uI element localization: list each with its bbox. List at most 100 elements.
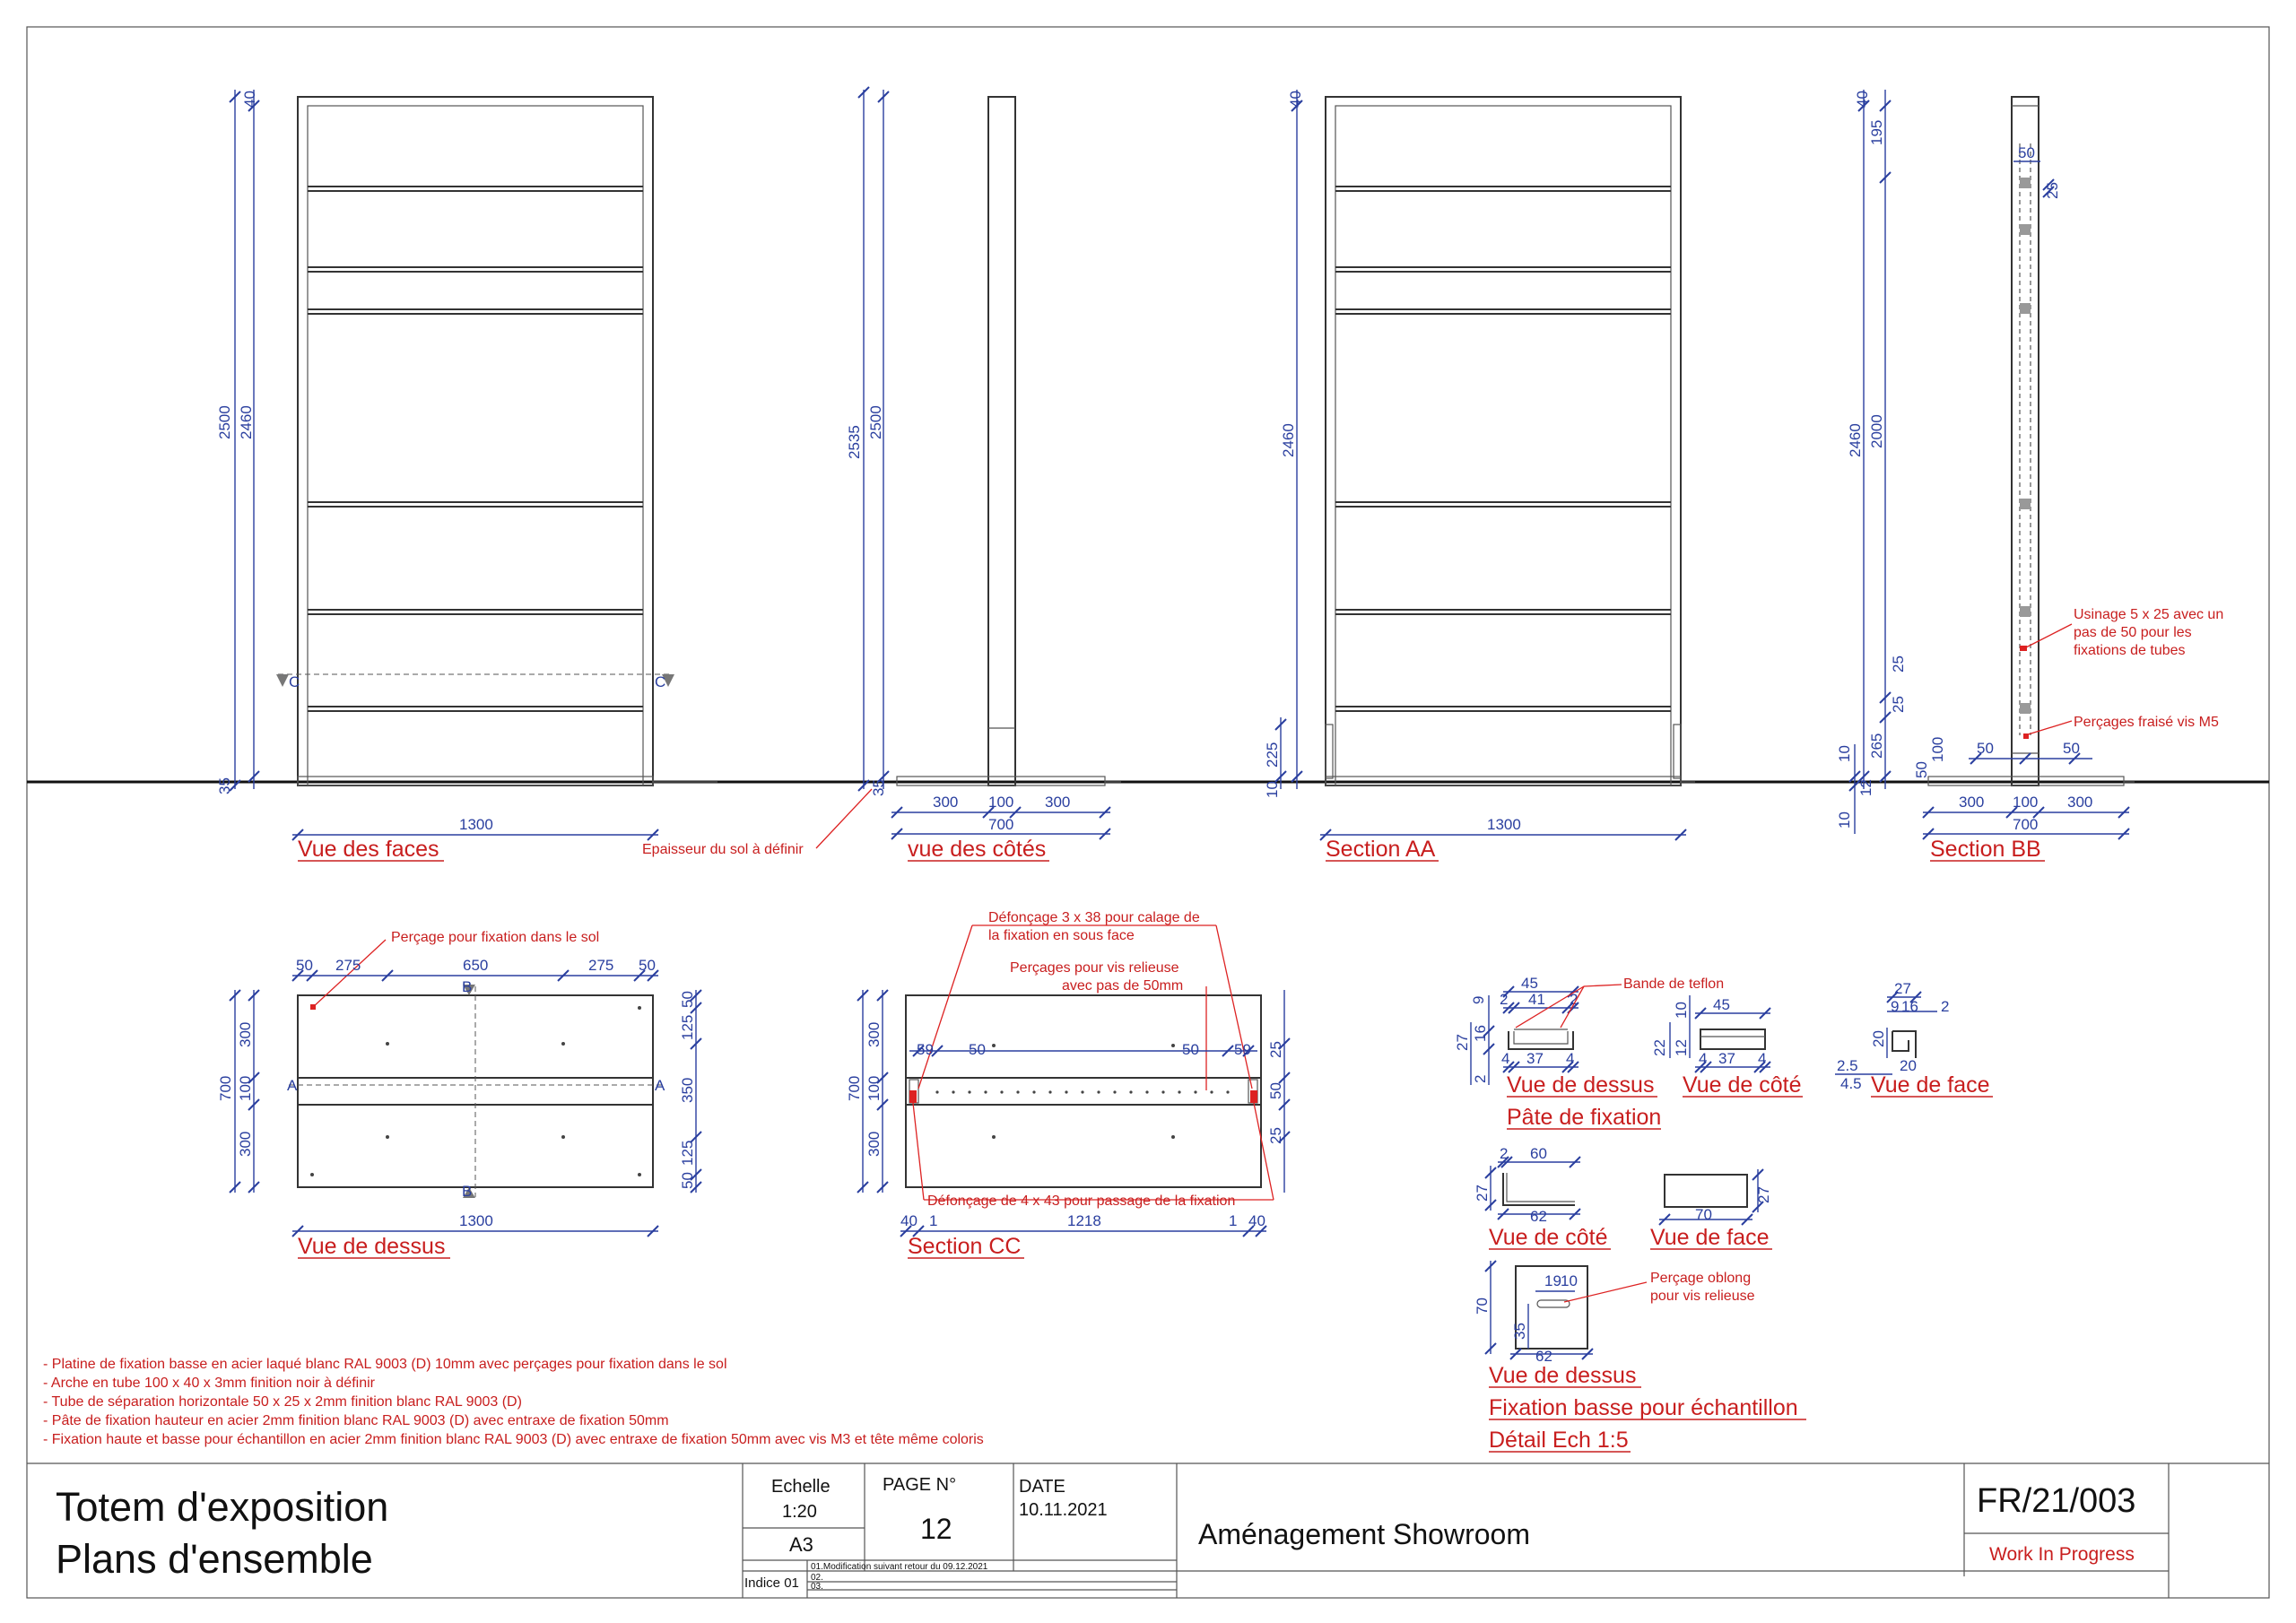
epaisseur-text: Epaisseur du sol à définir — [642, 842, 804, 857]
dim-pate-cote-10: 10 — [1673, 1002, 1690, 1019]
dim-dessus-r50b: 50 — [679, 1172, 696, 1189]
dim-cc-r25b: 25 — [1267, 1127, 1284, 1144]
percages-vis-line2: avec pas de 50mm — [1062, 978, 1183, 994]
dim-pate-cote-4a: 4 — [1699, 1050, 1707, 1067]
dim-pate-2c: 2 — [1472, 1075, 1489, 1083]
dim-cc-1218: 1218 — [1067, 1212, 1101, 1229]
dim-faces-bottom: 35 — [216, 777, 233, 794]
dim-ech-35: 35 — [1511, 1323, 1528, 1340]
dim-faces-2500: 2500 — [216, 405, 233, 439]
dim-ech-27a: 27 — [1474, 1185, 1491, 1202]
dim-dessus-width: 1300 — [459, 1212, 493, 1229]
dim-cotes-100: 100 — [988, 794, 1013, 811]
dim-ech-70a: 70 — [1695, 1206, 1712, 1223]
cut-label-c1: C — [289, 673, 300, 690]
project-name: Aménagement Showroom — [1198, 1518, 1530, 1550]
dim-dessus-t275b: 275 — [588, 957, 613, 974]
dim-faces-top: 40 — [241, 91, 258, 108]
title-ech-vue-cote: Vue de côté — [1489, 1225, 1608, 1250]
dim-aa-width: 1300 — [1487, 816, 1521, 833]
revision-3: 03. — [811, 1582, 823, 1592]
dim-ech-62b: 62 — [1535, 1348, 1552, 1365]
dim-pate-cote-22: 22 — [1651, 1039, 1668, 1056]
format-value: A3 — [789, 1533, 813, 1556]
title-section-aa: Section AA — [1326, 837, 1436, 862]
dim-dessus-t275a: 275 — [335, 957, 361, 974]
usinage-line3: fixations de tubes — [2074, 643, 2186, 658]
dim-cc-59b: 59 — [1234, 1041, 1251, 1058]
dim-dessus-r125b: 125 — [679, 1141, 696, 1166]
dim-cc-r50: 50 — [1267, 1082, 1284, 1099]
title-vue-des-faces: Vue des faces — [298, 837, 439, 862]
dim-bb-s50b: 50 — [2063, 740, 2080, 757]
note-epaisseur: Epaisseur du sol à définir — [642, 788, 873, 857]
detail-fixation-basse: 2 60 27 62 Vue de côté 70 27 Vue de face… — [1474, 1145, 1806, 1453]
date-label: DATE — [1019, 1477, 1065, 1497]
dim-cc-1b: 1 — [1229, 1212, 1237, 1229]
note-line: - Tube de séparation horizontale 50 x 25… — [43, 1394, 522, 1410]
dim-pate-face-20b: 20 — [1900, 1057, 1917, 1074]
title-section-cc: Section CC — [908, 1234, 1021, 1259]
dim-pate-face-20a: 20 — [1870, 1030, 1887, 1047]
dim-ech-10: 10 — [1561, 1272, 1578, 1289]
dim-cotes-2500: 2500 — [867, 405, 884, 439]
view-dessus: B B A A Perçage pour fixation dans le so… — [217, 930, 702, 1259]
dim-pate-2a: 2 — [1500, 991, 1508, 1008]
dim-cotes-bottom: 35 — [870, 779, 887, 796]
dim-cotes-300b: 300 — [1045, 794, 1070, 811]
dim-cc-r25a: 25 — [1267, 1041, 1284, 1058]
view-cotes: 2535 2500 35 300 100 300 700 vue des côt… — [846, 86, 1121, 862]
dim-bb-265: 265 — [1868, 733, 1885, 759]
dim-bb-195: 195 — [1868, 120, 1885, 145]
cut-b2: B — [462, 1183, 472, 1200]
title-detail-ech: Détail Ech 1:5 — [1489, 1428, 1629, 1453]
dim-cc-300b: 300 — [865, 1132, 883, 1157]
dim-pate-cote-12: 12 — [1673, 1039, 1690, 1056]
dim-cotes-700: 700 — [988, 816, 1013, 833]
dim-cc-700: 700 — [846, 1076, 863, 1101]
dim-faces-width: 1300 — [459, 816, 493, 833]
view-section-aa: 40 2460 225 10 1300 Section AA — [1264, 90, 1695, 862]
title-fixation-basse: Fixation basse pour échantillon — [1489, 1395, 1798, 1420]
dim-cc-50b: 50 — [1182, 1041, 1199, 1058]
dim-cotes-2535: 2535 — [846, 425, 863, 459]
title-block: Totem d'exposition Plans d'ensemble Eche… — [27, 1462, 2269, 1598]
dim-bb-10a: 10 — [1836, 745, 1853, 762]
dim-bb-top: 40 — [1854, 91, 1871, 108]
dim-aa-2460: 2460 — [1280, 423, 1297, 457]
dim-dessus-t50b: 50 — [639, 957, 656, 974]
dim-pate-face-2-5: 2.5 — [1837, 1057, 1858, 1074]
view-section-bb: 40 2460 195 2000 25 25 265 10 12 10 50 2… — [1836, 90, 2223, 862]
defoncage-4x43-text: Défonçage de 4 x 43 pour passage de la f… — [927, 1193, 1235, 1209]
document-ref: FR/21/003 — [1977, 1482, 2135, 1520]
dim-aa-10: 10 — [1264, 781, 1281, 798]
cut-b1: B — [462, 978, 472, 995]
title-ech-vue-dessus: Vue de dessus — [1489, 1363, 1636, 1388]
bande-teflon-text: Bande de teflon — [1623, 976, 1724, 992]
dim-ech-70b: 70 — [1474, 1298, 1491, 1315]
dim-pate-face-27: 27 — [1894, 980, 1911, 997]
dim-bb-25b: 25 — [1890, 655, 1907, 673]
dim-aa-top: 40 — [1287, 91, 1304, 108]
percage-sol-text: Perçage pour fixation dans le sol — [391, 930, 599, 945]
dim-pate-4a: 4 — [1501, 1050, 1509, 1067]
dim-bb-300b: 300 — [2067, 794, 2092, 811]
dim-ech-60: 60 — [1530, 1145, 1547, 1162]
detail-pate-fixation: 45 2 41 2 9 27 16 2 4 37 4 Bande de tefl… — [1454, 975, 1993, 1130]
dim-pate-37: 37 — [1526, 1050, 1544, 1067]
usinage-line1: Usinage 5 x 25 avec un — [2074, 607, 2223, 622]
dim-cc-40b: 40 — [1248, 1212, 1265, 1229]
revision-1: 01.Modification suivant retour du 09.12.… — [811, 1562, 988, 1572]
dim-pate-cote-37: 37 — [1718, 1050, 1735, 1067]
title-pate-vue-cote: Vue de côté — [1683, 1072, 1802, 1098]
dim-bb-25a: 25 — [2044, 182, 2061, 199]
dim-bb-100: 100 — [2013, 794, 2038, 811]
dim-bb-25c: 25 — [1890, 696, 1907, 713]
view-faces: C C 2500 2460 40 35 1300 Vue des faces — [216, 90, 718, 862]
dim-faces-2460: 2460 — [238, 405, 255, 439]
dim-bb-300a: 300 — [1959, 794, 1984, 811]
dim-bb-700: 700 — [2013, 816, 2038, 833]
note-line: - Platine de fixation basse en acier laq… — [43, 1357, 727, 1372]
dim-dessus-l300a: 300 — [237, 1022, 254, 1047]
dim-pate-4b: 4 — [1566, 1050, 1574, 1067]
